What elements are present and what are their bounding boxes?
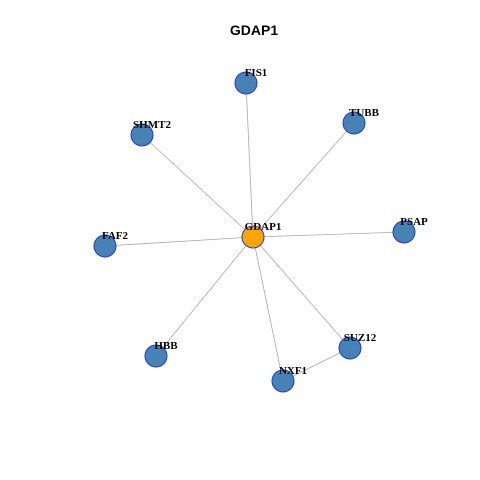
node-faf2: [93, 234, 117, 258]
edge-gdap1-nxf1: [252, 236, 284, 382]
node-label-psap: PSAP: [400, 216, 428, 228]
node-label-gdap1: GDAP1: [245, 221, 282, 233]
edge-gdap1-psap: [252, 231, 405, 238]
node-label-faf2: FAF2: [102, 230, 129, 242]
node-label-hbb: HBB: [154, 340, 178, 352]
node-label-suz12: SUZ12: [344, 332, 377, 344]
node-fis1: [234, 71, 258, 95]
node-label-shmt2: SHMT2: [133, 119, 171, 131]
edge-gdap1-faf2: [104, 236, 254, 247]
node-label-nxf1: NXF1: [279, 365, 307, 377]
edge-gdap1-hbb: [155, 236, 254, 357]
node-label-fis1: FIS1: [245, 67, 268, 79]
node-hbb: [144, 344, 168, 368]
edge-gdap1-shmt2: [141, 134, 254, 238]
node-shmt2: [130, 123, 154, 147]
node-tubb: [342, 111, 366, 135]
edge-gdap1-tubb: [252, 122, 355, 238]
node-nxf1: [271, 369, 295, 393]
edge-gdap1-fis1: [245, 82, 254, 238]
node-suz12: [338, 336, 362, 360]
edge-gdap1-suz12: [252, 236, 351, 349]
edges-layer: [104, 82, 405, 382]
node-psap: [392, 220, 416, 244]
nodes-layer: [93, 71, 416, 393]
node-label-tubb: TUBB: [349, 107, 380, 119]
node-gdap1: [241, 225, 265, 249]
graph-title: GDAP1: [230, 22, 278, 38]
edge-suz12-nxf1: [282, 347, 351, 382]
